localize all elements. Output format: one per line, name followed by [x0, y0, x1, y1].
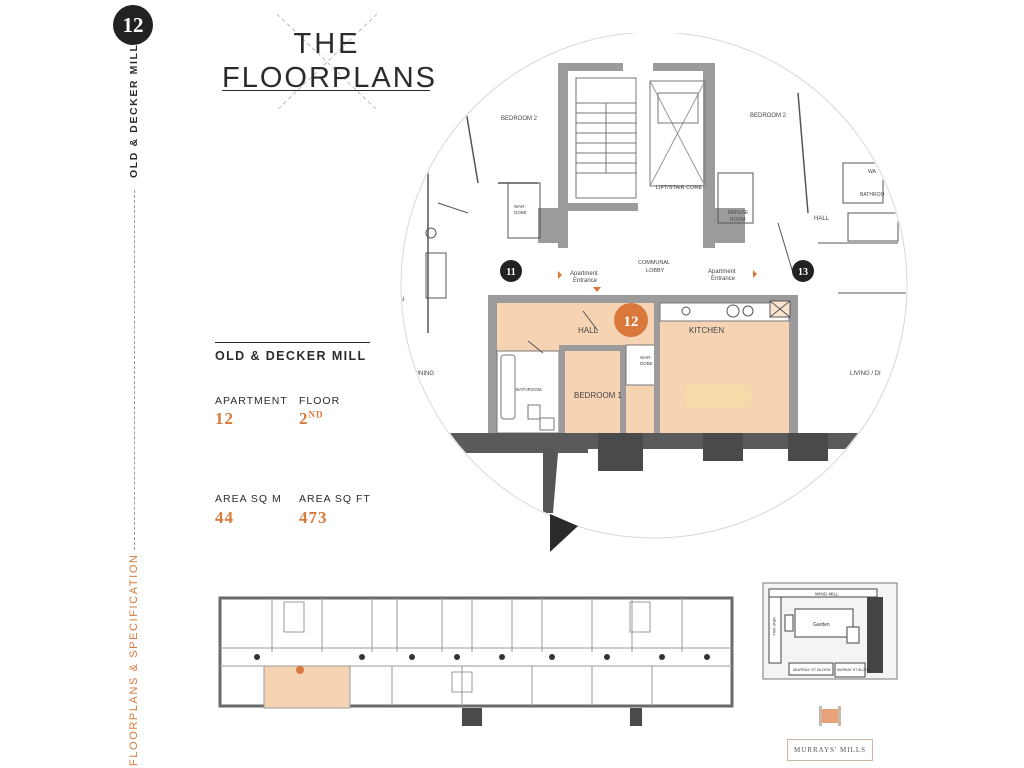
kitchen-label: KITCHEN [689, 326, 724, 335]
dining-label: DINING [413, 371, 434, 377]
wardrobe-right-label-2: DOBE [640, 361, 653, 366]
spine-section-label: FLOORPLANS & SPECIFICATION [128, 553, 140, 767]
spine-divider [134, 190, 135, 550]
key-garden-label: Garden [813, 622, 830, 628]
bathroom-room [496, 350, 560, 434]
n-label: N [400, 297, 404, 303]
area-sqft-label: AREA SQ FT [299, 493, 371, 505]
area-sqft-value: 473 [299, 508, 328, 527]
site-key-plan: WING MILL NEW MILL Garden MURRAY ST BLOC… [761, 581, 899, 681]
apartment-value: 12 [215, 409, 234, 428]
hall-right-label: HALL [814, 216, 830, 222]
apartment-label: APARTMENT [215, 395, 288, 407]
refuse-label-2: ROOM [730, 217, 746, 223]
title-cross-decoration [276, 13, 378, 111]
wardrobe-left-label-1: WAR- [514, 204, 526, 209]
communal-lobby-label-2: LOBBY [646, 268, 665, 274]
hall-label: HALL [578, 326, 599, 335]
lift-shaft [649, 80, 706, 187]
overview-highlight [263, 665, 351, 709]
entrance-left-label-2: Entrance [573, 278, 598, 284]
entrance-left-label-1: Apartment [570, 271, 598, 277]
refuse-label-1: REFUSE [728, 210, 749, 216]
wardrobe-right-label-1: WAR- [640, 355, 652, 360]
info-title: OLD & DECKER MILL [215, 349, 367, 363]
spine-mill-label: OLD & DECKER MILL [128, 43, 140, 179]
bedroom2-right-label: BEDROOM 2 [750, 113, 787, 119]
page-title: THE FLOORPLANS [222, 13, 437, 116]
apartment-13-number: 13 [798, 267, 808, 278]
bathroom-right-label: BATHROO [860, 192, 884, 198]
entrance-arrow-right [753, 270, 757, 278]
bedroom1-label: BEDROOM 1 [574, 391, 623, 400]
area-sqm-value: 44 [215, 508, 234, 527]
murrays-mills-logo: MURRAYS' MILLS [787, 739, 873, 761]
key-murray-block-label: MURRAY ST BLOCK [793, 667, 831, 672]
spool-icon [819, 706, 841, 726]
lift-core-label: LIFT/STAIR CORE [656, 185, 702, 191]
zoom-pointer [550, 514, 578, 552]
key-murray-block-right-label: MURRAY ST BLOCK [837, 668, 871, 672]
floor-label: FLOOR [299, 395, 341, 407]
apartment-12-badge [614, 303, 648, 337]
core-wall [703, 63, 715, 248]
entrance-arrow-down [593, 287, 601, 292]
title-line-2: FLOORPLANS [222, 62, 437, 94]
floor-suffix: ND [308, 409, 324, 420]
key-new-mill-label: NEW MILL [772, 617, 777, 637]
apartment-11-number: 11 [506, 267, 515, 278]
core-wall [558, 63, 568, 248]
page-number-badge: 12 [113, 5, 153, 45]
title-line-1: THE [293, 28, 361, 60]
key-wing-mill-label: WING MILL [815, 592, 839, 597]
wardrobe-left-label-2: DOBE [514, 210, 527, 215]
info-divider [215, 342, 370, 343]
stair-core [575, 77, 637, 199]
floor-overview-plan [218, 596, 734, 726]
wardrobe-far-right-label: WA [868, 169, 877, 175]
entrance-right-label-2: Entrance [711, 276, 736, 282]
bathroom-label: BATHROOM [516, 387, 542, 392]
floor-number: 2 [299, 409, 309, 428]
apartment-11-badge [500, 260, 522, 282]
communal-lobby-label-1: COMMUNAL [638, 260, 670, 266]
zoomed-floorplan: BEDROOM 2 BEDROOM 2 LIFT/STAIR CORE REFU… [400, 33, 908, 539]
apartment-13-badge [792, 260, 814, 282]
area-sqm-label: AREA SQ M [215, 493, 282, 505]
bedroom2-left-label: BEDROOM 2 [501, 116, 538, 122]
title-underline [222, 90, 430, 91]
floor-value: 2ND [299, 409, 324, 429]
entrance-arrow-left [558, 271, 562, 279]
living-label: LIVING / DI [850, 371, 881, 377]
apartment-12-number: 12 [624, 314, 639, 330]
entrance-right-label-1: Apartment [708, 269, 736, 275]
